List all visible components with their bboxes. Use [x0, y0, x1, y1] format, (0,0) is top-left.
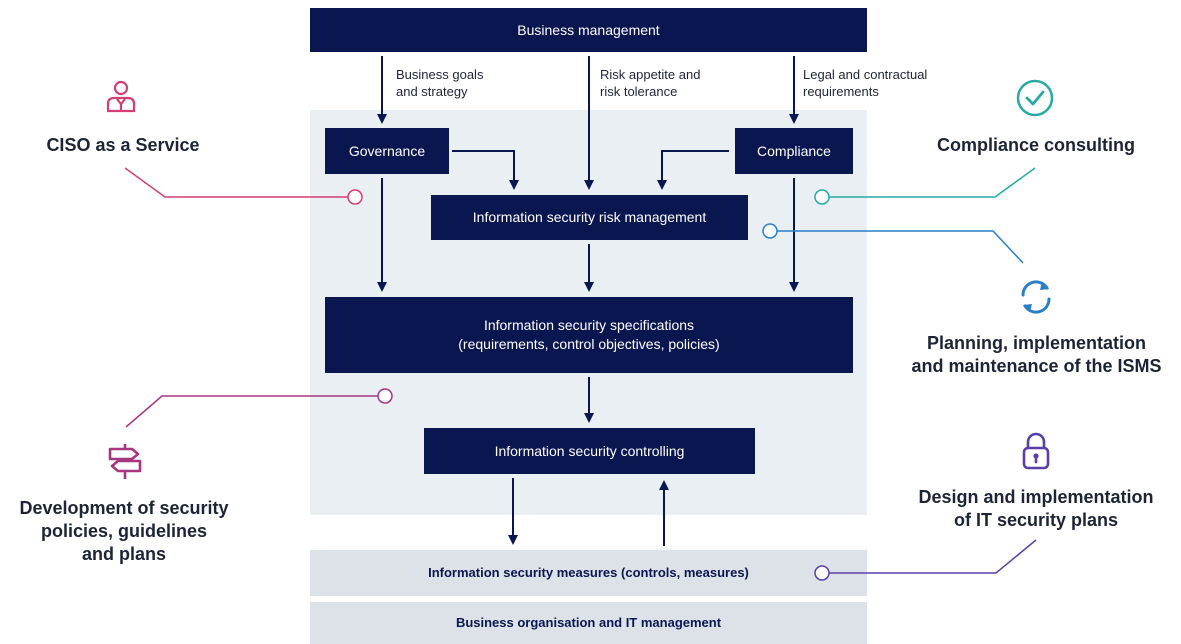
risk-management-box: Information security risk management — [431, 195, 748, 240]
plans-line1: Design and implementation — [918, 487, 1154, 507]
arrow-governance-to-risk-mgmt — [452, 150, 519, 190]
measures-label: Information security measures (controls,… — [428, 565, 749, 581]
input-risk-line2: risk tolerance — [600, 84, 678, 99]
policies-line1: Development of security — [19, 498, 229, 518]
business-management-box: Business management — [310, 8, 867, 52]
controlling-label: Information security controlling — [494, 442, 685, 459]
governance-box: Governance — [325, 128, 449, 174]
ciso-line1: CISO as a Service — [46, 135, 200, 155]
policies-line2: policies, guidelines — [40, 521, 208, 541]
checkmark-icon — [1016, 79, 1054, 117]
isms-connector — [777, 230, 1024, 264]
input-label-goals: Business goals and strategy — [396, 66, 483, 100]
input-legal-line1: Legal and contractual — [803, 67, 928, 82]
specifications-label-line1: Information security specifications — [483, 317, 695, 334]
person-icon — [106, 80, 136, 113]
plans-line2: of IT security plans — [953, 510, 1119, 530]
business-organisation-label: Business organisation and IT management — [455, 615, 722, 631]
input-goals-line2: and strategy — [396, 84, 468, 99]
input-legal-line2: requirements — [803, 84, 879, 99]
controlling-box: Information security controlling — [424, 428, 755, 474]
padlock-icon — [1022, 432, 1050, 470]
specifications-box: Information security specifications (req… — [325, 297, 853, 373]
compliance-box: Compliance — [735, 128, 853, 174]
business-management-label: Business management — [517, 21, 660, 38]
policies-connector — [125, 395, 378, 428]
policies-line3: and plans — [81, 544, 166, 564]
input-label-risk-appetite: Risk appetite and risk tolerance — [600, 66, 700, 100]
input-goals-line1: Business goals — [396, 67, 484, 82]
isms-connector-dot — [762, 223, 778, 239]
measures-box: Information security measures (controls,… — [310, 550, 867, 596]
refresh-icon — [1021, 280, 1051, 314]
isms-line2: and maintenance of the ISMS — [911, 356, 1162, 376]
compliance-connector — [829, 167, 1036, 198]
ciso-service-label: CISO as a Service — [30, 134, 216, 157]
arrow-compliance-to-risk-mgmt — [657, 150, 729, 190]
governance-label: Governance — [348, 142, 426, 159]
compliance-label: Compliance — [757, 142, 831, 159]
policies-service-label: Development of security policies, guidel… — [0, 497, 248, 566]
plans-connector — [829, 539, 1037, 574]
risk-management-label: Information security risk management — [472, 209, 707, 226]
ciso-connector — [124, 167, 348, 198]
plans-service-label: Design and implementation of IT security… — [900, 486, 1172, 532]
compliance-service-label: Compliance consulting — [922, 134, 1150, 157]
business-organisation-box: Business organisation and IT management — [310, 602, 867, 644]
compliance-service-line1: Compliance consulting — [936, 135, 1136, 155]
isms-line1: Planning, implementation — [926, 333, 1146, 353]
specifications-label-line2: (requirements, control objectives, polic… — [458, 336, 720, 352]
policies-connector-dot — [377, 388, 393, 404]
ciso-connector-dot — [347, 189, 363, 205]
plans-connector-dot — [814, 565, 830, 581]
input-risk-line1: Risk appetite and — [600, 67, 701, 82]
isms-service-label: Planning, implementation and maintenance… — [904, 332, 1169, 378]
compliance-connector-dot — [814, 189, 830, 205]
signpost-icon — [108, 444, 142, 479]
input-label-legal: Legal and contractual requirements — [803, 66, 927, 100]
